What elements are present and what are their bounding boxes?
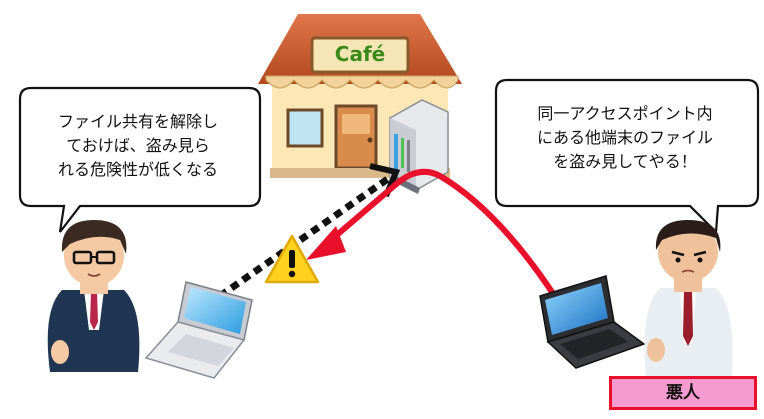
villain-speech-line: を盗み見してやる！ [553, 152, 697, 171]
villain-speech-line: にある他端末のファイル [536, 128, 713, 147]
cafe-window [286, 108, 324, 148]
cafe-sign-text: Café [334, 42, 386, 66]
cafe-sign [310, 36, 410, 74]
left-speech-bubble [18, 86, 262, 233]
villain-label: 悪人 [609, 376, 757, 410]
warning-icon [264, 234, 320, 284]
victim-laptop-icon [144, 281, 253, 379]
victim-speech-line: ておけば、盗み見ら [66, 136, 210, 155]
villain-speech-text: 同一アクセスポイント内 にある他端末のファイル を盗み見してやる！ [498, 102, 752, 174]
attack-arrow-line [321, 168, 559, 301]
attack-arrowhead [306, 226, 346, 260]
victim-speech-line: ファイル共有を解除し [57, 112, 218, 131]
victim-speech-text: ファイル共有を解除し ておけば、盗み見ら れる危険性が低くなる [22, 110, 254, 182]
villain-speech-line: 同一アクセスポイント内 [537, 104, 713, 123]
victim-speech-line: れる危険性が低くなる [57, 160, 218, 179]
victim-person-illustration [47, 220, 140, 372]
cafe-building [258, 14, 462, 178]
villain-person-illustration [644, 220, 733, 376]
villain-laptop-icon [539, 275, 646, 369]
right-speech-bubble [494, 78, 760, 235]
wifi-link-line [217, 173, 395, 299]
